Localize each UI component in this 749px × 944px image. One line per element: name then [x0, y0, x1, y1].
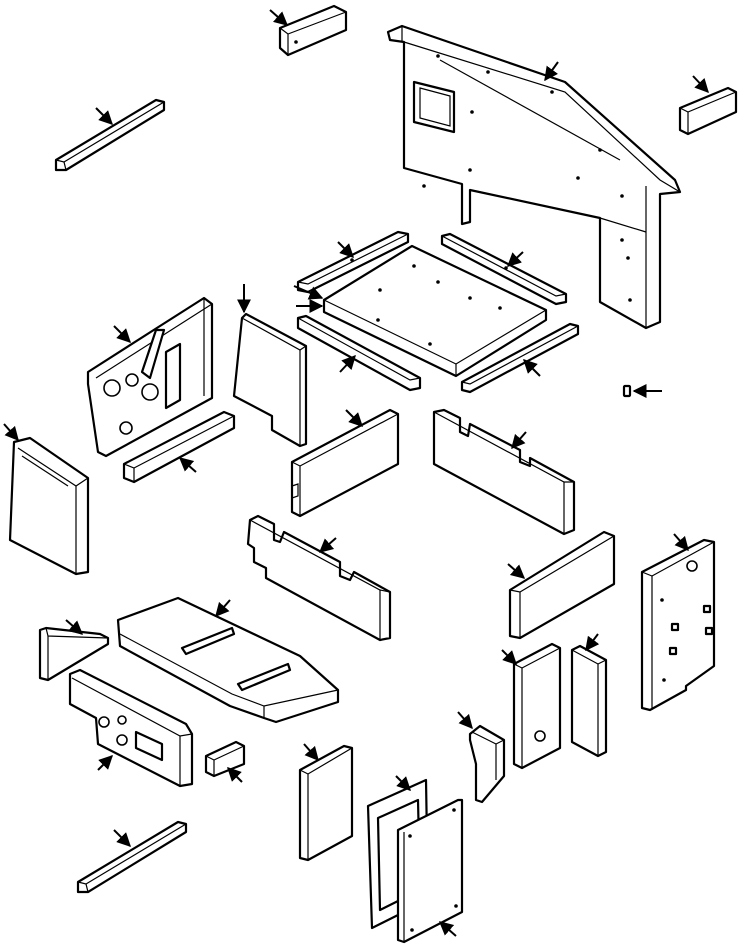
bottom-strip	[76, 820, 188, 894]
long-notched-board	[246, 514, 392, 642]
small-block-front	[204, 740, 246, 783]
panel-with-hole	[501, 642, 562, 770]
left-top-strip	[54, 98, 166, 172]
front-dash-panel	[68, 668, 194, 788]
right-top-block	[678, 75, 738, 136]
cover-plate	[396, 798, 464, 944]
rail-lower-left	[296, 314, 422, 392]
right-board	[507, 530, 616, 640]
rail-upper-right	[440, 232, 568, 306]
rail-lower-right	[460, 322, 580, 394]
triangle-bracket	[38, 619, 110, 682]
left-side-panel-holes	[86, 296, 214, 458]
floor-plate	[293, 244, 548, 378]
middle-flat-panel	[232, 284, 308, 448]
narrow-panel	[570, 633, 608, 758]
rail-upper-left	[296, 230, 410, 294]
angled-bracket	[457, 711, 506, 804]
small-screw	[622, 384, 662, 398]
slotted-board-right	[432, 408, 576, 536]
rear-back-panel	[386, 24, 682, 330]
floor-mat	[116, 596, 340, 724]
left-tall-panel	[3, 423, 90, 576]
top-small-block	[269, 4, 348, 57]
lower-panel	[298, 743, 354, 862]
small-bar	[122, 410, 236, 484]
right-tall-panel-holes	[640, 533, 716, 712]
slotted-board-left	[290, 408, 400, 518]
